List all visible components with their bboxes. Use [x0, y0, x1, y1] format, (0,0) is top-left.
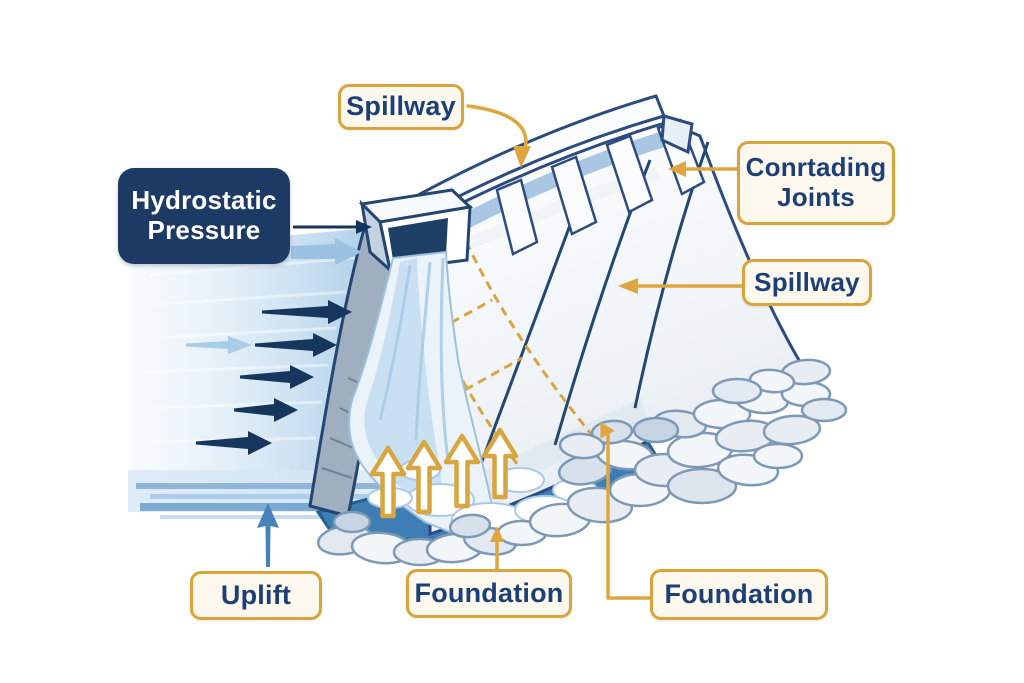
spillway-top-label: Spillway	[338, 84, 464, 130]
left-arrow-icon	[668, 161, 742, 177]
right-arrow-icon	[291, 238, 362, 265]
right-arrow-icon	[262, 300, 352, 324]
right-arrow-icon	[234, 398, 298, 422]
uplift-arrow-icon	[481, 427, 519, 500]
label-leaders	[466, 104, 744, 600]
right-arrow-icon	[196, 431, 272, 455]
elbow-leader-line	[600, 421, 652, 600]
right-arrow-icon	[293, 220, 372, 234]
right-arrow-icon	[186, 336, 252, 354]
uplift-pointer-icon	[257, 503, 279, 567]
right-arrow-icon	[255, 333, 337, 357]
uplift-arrow-icon	[405, 439, 443, 515]
spillway-outlet	[358, 188, 474, 275]
foundation-right-label: Foundation	[650, 569, 828, 620]
uplift-arrows	[369, 427, 519, 519]
dam-crest	[418, 94, 706, 256]
uplift-arrow-icon	[369, 445, 407, 519]
right-arrow-icon	[240, 365, 314, 389]
foundation-rocks	[316, 358, 848, 567]
left-arrow-icon	[618, 278, 744, 294]
hydrostatic-pressure-arrows	[186, 220, 372, 455]
uplift-label: Uplift	[190, 571, 322, 620]
up-arrow-icon	[490, 526, 504, 571]
foundation-middle-label: Foundation	[406, 569, 572, 618]
curved-arrow-icon	[466, 104, 531, 168]
spillway-right-label: Spillway	[742, 259, 872, 306]
uplift-arrow-icon	[443, 433, 481, 509]
contraction-joints-label: Conrtading Joints	[737, 141, 895, 225]
hydrostatic-pressure-label: Hydrostatic Pressure	[118, 168, 290, 264]
